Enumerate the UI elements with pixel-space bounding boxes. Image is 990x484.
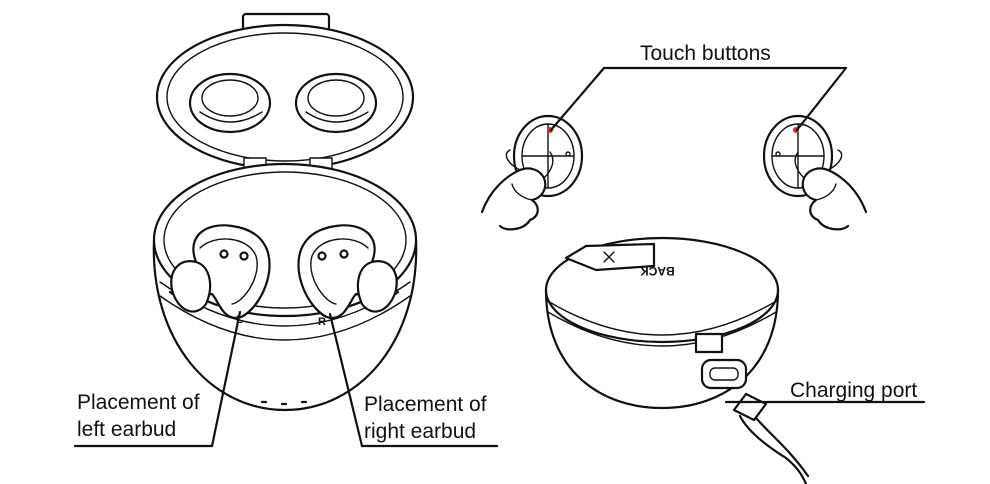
placement-right-label-line2: right earbud: [364, 420, 477, 443]
placement-leader-lines: [73, 310, 499, 448]
left-earbud-in-case: [168, 224, 271, 320]
left-slot-marking: L: [236, 314, 243, 326]
placement-right-label-line1: Placement of: [364, 393, 487, 416]
right-slot-marking: R: [318, 316, 326, 328]
placement-left-label-line2: left earbud: [77, 418, 177, 441]
left-earbud-touch-icon: [480, 114, 584, 231]
charging-port-label: Charging port: [790, 379, 918, 402]
right-earbud-in-case: [297, 224, 400, 320]
case-lid-logo: BACK: [640, 264, 675, 278]
case-lid: [155, 12, 415, 171]
open-charging-case-icon: [152, 12, 418, 412]
usb-cable-icon: [732, 392, 810, 484]
touch-buttons-leader-lines: [549, 66, 848, 132]
touch-buttons-label: Touch buttons: [640, 42, 771, 65]
closed-charging-case-icon: [544, 236, 780, 410]
right-earbud-touch-icon: [762, 114, 868, 231]
placement-left-label-line1: Placement of: [77, 391, 200, 414]
